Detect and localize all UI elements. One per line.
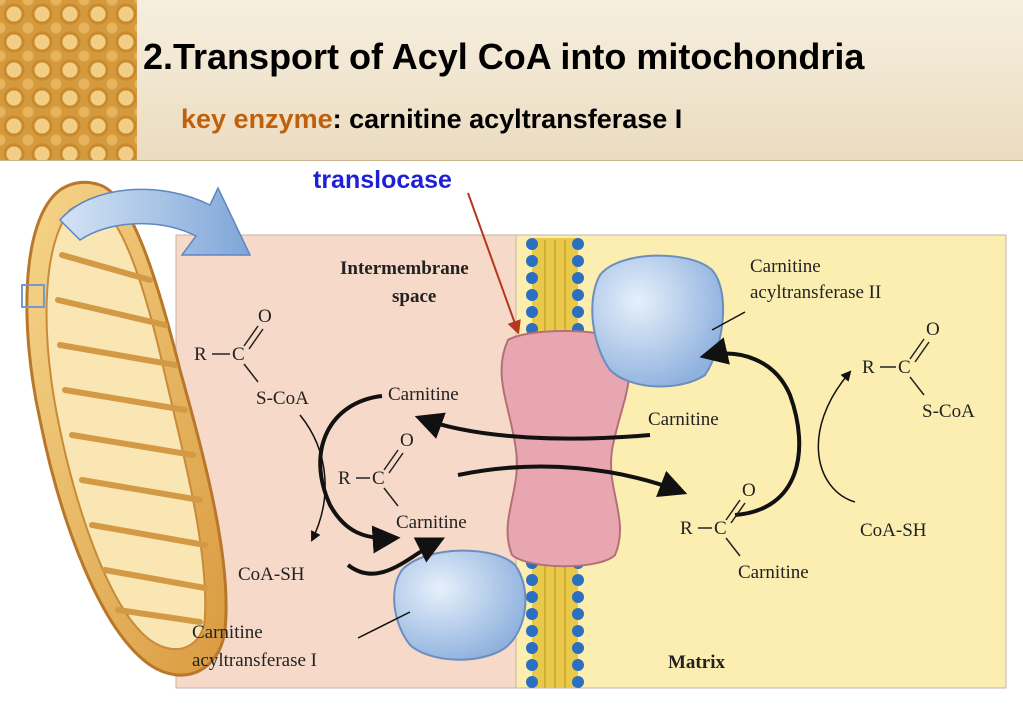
right-acyl-r: R <box>862 357 875 378</box>
left-coash-label: CoA-SH <box>238 564 305 585</box>
slide-subtitle: key enzyme: carnitine acyltransferase I <box>181 104 682 135</box>
right-mid-c: C <box>714 518 727 539</box>
intermembrane-label-line1: Intermembrane <box>340 258 469 279</box>
intermembrane-label-line2: space <box>392 286 436 307</box>
left-acyl-scoa: S-CoA <box>256 388 309 409</box>
left-carnitine-label: Carnitine <box>388 384 459 405</box>
right-acyl-coa: R C O S-CoA <box>862 319 975 422</box>
mitochondrion-illustration <box>21 180 228 677</box>
cat2-label-line2: acyltransferase II <box>750 282 881 303</box>
left-acyl-r: R <box>194 344 207 365</box>
cat2-label-line1: Carnitine <box>750 256 821 277</box>
left-acyl-carnitine: R C O Carnitine <box>338 430 467 533</box>
right-mid-o: O <box>742 480 756 501</box>
carnitine-acyltransferase-1-protein <box>393 549 527 661</box>
translocase-label: translocase <box>313 166 452 194</box>
left-acyl-c: C <box>232 344 245 365</box>
cat1-label-line1: Carnitine <box>192 622 263 643</box>
right-mid-r: R <box>680 518 693 539</box>
right-acyl-scoa: S-CoA <box>922 401 975 422</box>
header-band <box>0 0 1023 161</box>
left-acyl-o: O <box>258 306 272 327</box>
left-acyl-coa: R C O S-CoA <box>194 306 309 409</box>
decorative-pattern <box>0 0 137 160</box>
right-acyl-carnitine: R C O Carnitine <box>680 480 809 583</box>
right-carnitine-label: Carnitine <box>648 409 719 430</box>
right-acyl-c: C <box>898 357 911 378</box>
right-coash-label: CoA-SH <box>860 520 927 541</box>
left-mid-c: C <box>372 468 385 489</box>
carnitine-acyltransferase-2-protein <box>591 254 725 388</box>
left-mid-r: R <box>338 468 351 489</box>
cat1-label-line2: acyltransferase I <box>192 650 317 671</box>
carnitine-shuttle-diagram: translocase Intermembrane space Matrix C… <box>21 166 1007 689</box>
subtitle-rest: : carnitine acyltransferase I <box>332 104 683 134</box>
left-mid-carnitine: Carnitine <box>396 512 467 533</box>
right-mid-carnitine: Carnitine <box>738 562 809 583</box>
key-enzyme-label: key enzyme <box>181 104 333 134</box>
matrix-label: Matrix <box>668 652 725 673</box>
slide-title: 2.Transport of Acyl CoA into mitochondri… <box>143 36 865 77</box>
right-acyl-o: O <box>926 319 940 340</box>
left-mid-o: O <box>400 430 414 451</box>
zoom-arrow-icon <box>58 186 252 256</box>
